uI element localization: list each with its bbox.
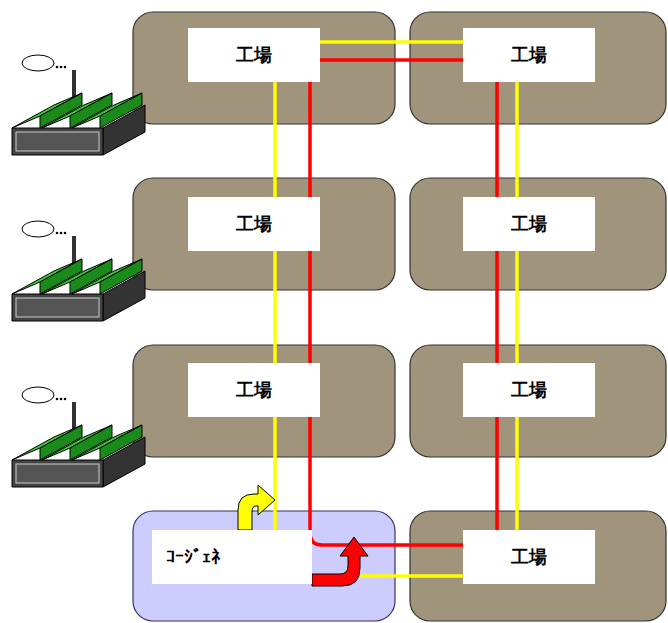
supply-line [308, 251, 312, 363]
factory-box: 工場 [463, 197, 595, 251]
power-supply-arrow [238, 485, 275, 530]
supply-line [273, 251, 277, 363]
box-label: 工場 [236, 379, 272, 401]
supply-line [495, 251, 499, 363]
factory-icon [12, 55, 145, 155]
box-label: 工場 [511, 44, 547, 66]
cogeneration-area [133, 511, 395, 621]
site-area [410, 12, 666, 124]
supply-line [320, 58, 463, 62]
box-label: ｺｰｼﾞｪﾈ [166, 546, 220, 568]
supply-line [273, 82, 277, 197]
factory-box: 工場 [463, 363, 595, 417]
supply-line [320, 40, 463, 44]
site-area [133, 345, 395, 457]
factory-box: 工場 [463, 530, 595, 584]
box-label: 工場 [511, 213, 547, 235]
supply-line [515, 417, 519, 530]
site-area [410, 511, 666, 621]
box-label: 工場 [236, 44, 272, 66]
site-area [410, 178, 666, 290]
site-area [133, 178, 395, 290]
supply-line [515, 251, 519, 363]
factory-box: 工場 [463, 28, 595, 82]
factory-box: 工場 [188, 28, 320, 82]
supply-line [308, 82, 312, 197]
supply-line [515, 82, 519, 197]
factory-icon [12, 221, 145, 321]
box-label: 工場 [511, 379, 547, 401]
supply-line [495, 417, 499, 530]
box-label: 工場 [511, 546, 547, 568]
cogeneration-box: ｺｰｼﾞｪﾈ [152, 530, 312, 584]
site-area [133, 12, 395, 124]
factory-box: 工場 [188, 197, 320, 251]
site-area [410, 345, 666, 457]
factory-icon [12, 387, 145, 487]
factory-box: 工場 [188, 363, 320, 417]
heat-supply-arrow [312, 537, 368, 586]
box-label: 工場 [236, 213, 272, 235]
supply-line [310, 417, 463, 545]
supply-line [495, 82, 499, 197]
